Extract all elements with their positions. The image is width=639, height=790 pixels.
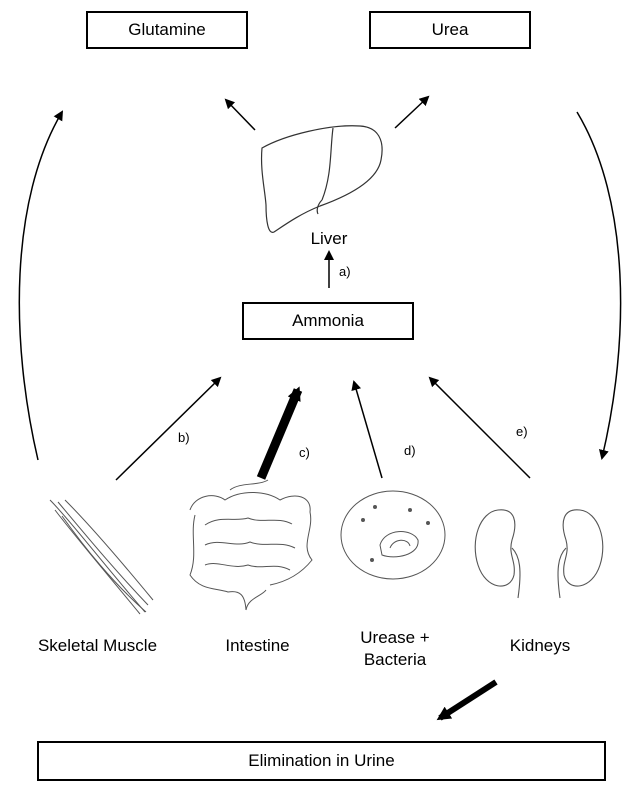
intestine-icon xyxy=(189,479,313,611)
arrow-d-bacteria-to-ammonia xyxy=(351,380,383,479)
arrow-e-kidneys-to-ammonia xyxy=(428,376,531,479)
bacteria-label: Bacteria xyxy=(363,650,427,669)
bacteria-dish-icon xyxy=(340,490,446,580)
intestine-label: Intestine xyxy=(225,636,290,655)
arrow-liver-to-urea xyxy=(394,95,430,129)
arrow-label-b: b) xyxy=(178,430,190,445)
liver-icon xyxy=(260,125,383,233)
liver-label: Liver xyxy=(310,229,348,248)
elimination-label: Elimination in Urine xyxy=(248,751,395,770)
kidneys-icon xyxy=(474,509,604,599)
glutamine-box: Glutamine xyxy=(86,11,248,49)
arrow-label-d: d) xyxy=(404,443,416,458)
arrow-label-c: c) xyxy=(299,445,310,460)
arrow-b-muscle-to-ammonia xyxy=(115,376,222,481)
skeletal-muscle-icon xyxy=(49,499,154,615)
arrow-label-a: a) xyxy=(339,264,351,279)
urea-label: Urea xyxy=(431,20,469,39)
arrow-c-intestine-to-ammonia xyxy=(256,386,303,480)
arrow-liver-to-glutamine xyxy=(224,98,256,131)
urea-box: Urea xyxy=(369,11,531,49)
arrow-label-e: e) xyxy=(516,424,528,439)
arrow-kidneys-to-elimination xyxy=(436,679,498,721)
ammonia-box: Ammonia xyxy=(242,302,414,340)
kidneys-label: Kidneys xyxy=(509,636,571,655)
arrow-urea-to-kidneys xyxy=(576,111,622,460)
ammonia-label: Ammonia xyxy=(292,311,364,330)
skeletal-muscle-label: Skeletal Muscle xyxy=(37,636,158,655)
urease-label: Urease + xyxy=(360,628,430,647)
elimination-box: Elimination in Urine xyxy=(37,741,606,781)
arrow-muscle-to-glutamine xyxy=(18,110,64,461)
urease-bacteria-label: Urease + Bacteria xyxy=(340,627,450,671)
glutamine-label: Glutamine xyxy=(128,20,206,39)
